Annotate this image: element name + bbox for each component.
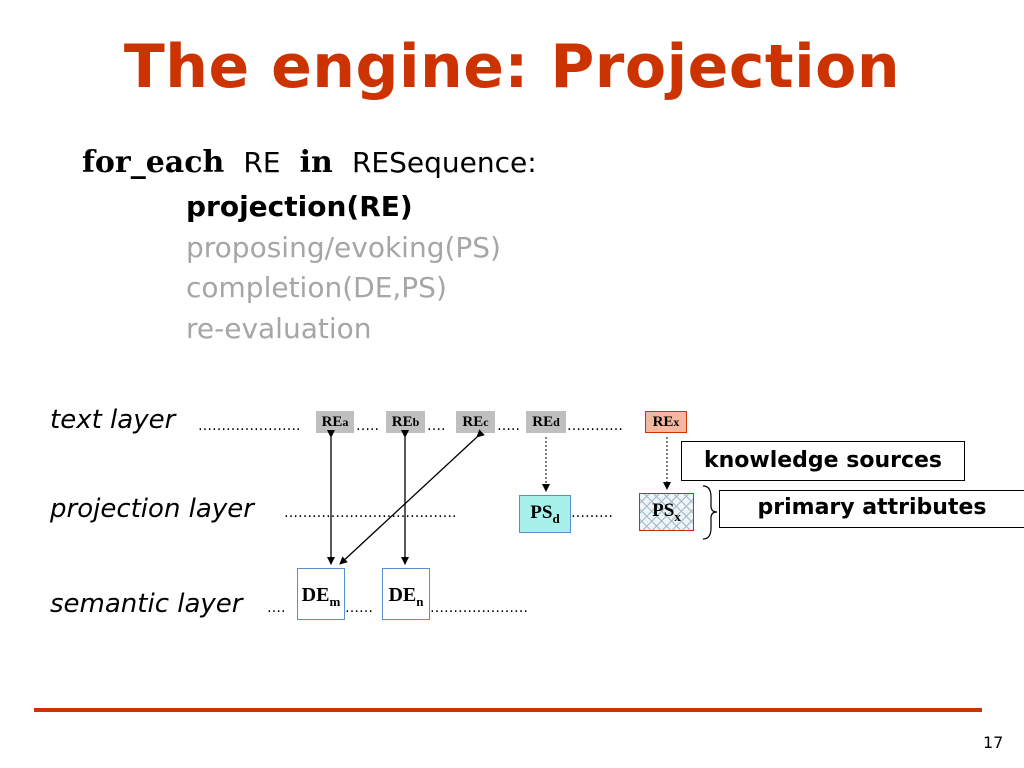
ps-d-label: PS [530, 502, 553, 523]
semantic-layer-dots: …. [267, 600, 286, 616]
step-proposing: proposing/evoking(PS) [186, 231, 501, 264]
re-a-sub: a [342, 415, 349, 429]
text-layer-dots: …………………. [198, 418, 301, 434]
arrow-rec-dem [339, 429, 485, 565]
re-a-box: REa [316, 411, 354, 433]
ps-x-sub: x [674, 508, 681, 524]
re-a-label: RE [321, 414, 343, 430]
de-n-label: DE [388, 584, 417, 606]
re-c-label: RE [462, 414, 484, 430]
slide-title: The engine: Projection [123, 32, 901, 102]
for-each-line: for_each RE in RESequence: [82, 148, 537, 178]
loop-variable: RE [243, 146, 281, 179]
step-re-evaluation: re-evaluation [186, 312, 372, 345]
primary-attributes-box: primary attributes [719, 490, 1024, 528]
ps-x-label: PS [652, 500, 675, 521]
de-m-label: DE [301, 584, 330, 606]
re-c-box: REc [456, 411, 495, 433]
re-b-sub: b [412, 415, 420, 429]
re-d-sub: d [553, 415, 560, 429]
sequence-name: RESequence: [351, 146, 537, 179]
re-c-sub: c [483, 415, 489, 429]
bottom-rule [34, 708, 982, 712]
keyword-in: in [299, 145, 333, 180]
semantic-layer-dots: …… [345, 600, 373, 616]
ps-d-sub: d [552, 510, 560, 526]
re-x-box: REx [645, 411, 687, 433]
ps-d-box: PSd [519, 495, 571, 533]
re-b-label: RE [391, 414, 413, 430]
text-layer-dots: ….. [497, 418, 520, 434]
re-d-label: RE [532, 414, 554, 430]
page-number: 17 [983, 733, 1004, 752]
text-layer-label: text layer [50, 405, 176, 435]
knowledge-sources-box: knowledge sources [681, 441, 965, 481]
semantic-layer-label: semantic layer [50, 589, 243, 619]
de-m-box: DEm [297, 568, 345, 620]
step-projection: projection(RE) [186, 190, 413, 223]
re-b-box: REb [386, 411, 425, 433]
text-layer-dots: ………… [567, 418, 623, 434]
re-x-sub: x [673, 415, 680, 429]
step-completion: completion(DE,PS) [186, 271, 447, 304]
de-n-box: DEn [382, 568, 430, 620]
de-m-sub: m [329, 594, 341, 609]
semantic-layer-dots: ………………… [430, 600, 528, 616]
brace-icon [702, 485, 718, 540]
ps-x-box: PSx [639, 493, 694, 531]
re-x-label: RE [652, 414, 674, 430]
re-d-box: REd [526, 411, 566, 433]
projection-layer-dots: ……… [571, 505, 613, 521]
keyword-for-each: for_each [82, 145, 225, 180]
projection-layer-label: projection layer [50, 494, 254, 524]
de-n-sub: n [416, 594, 424, 609]
